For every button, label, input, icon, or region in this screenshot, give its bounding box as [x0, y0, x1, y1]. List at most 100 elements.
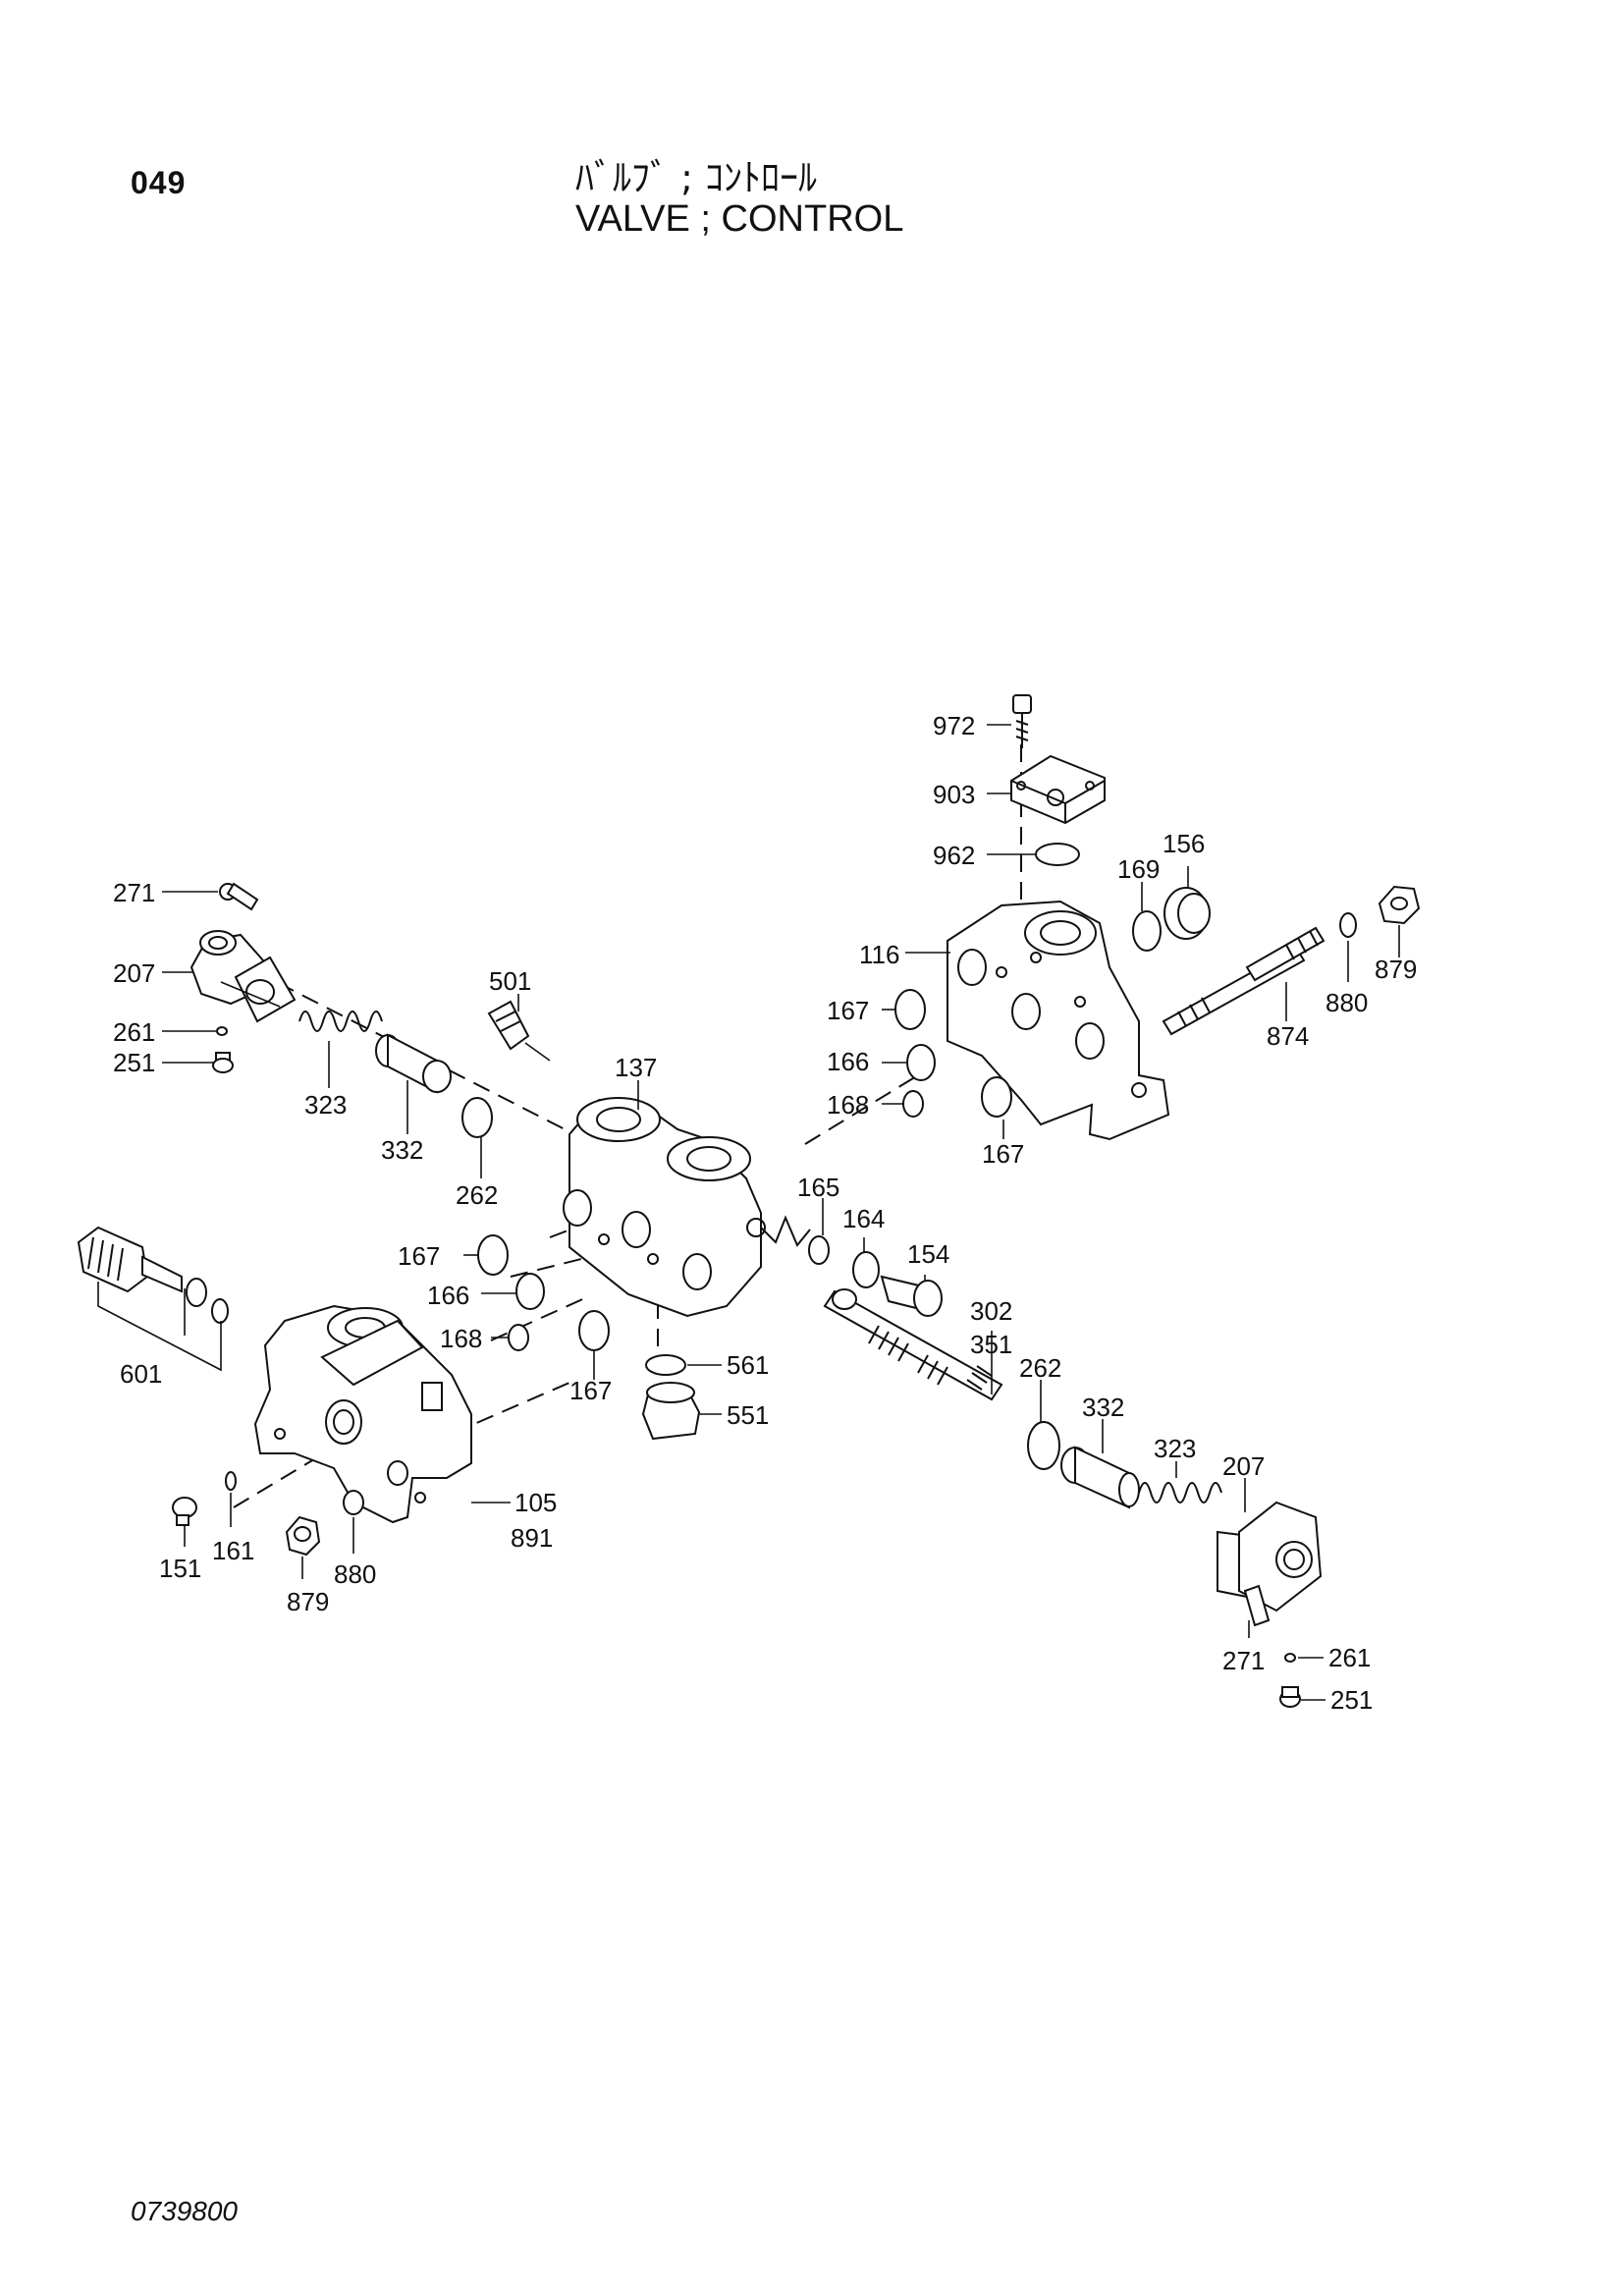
label-551: 551 — [727, 1400, 769, 1430]
flange-903 — [1010, 754, 1106, 825]
label-261-right: 261 — [1328, 1643, 1371, 1672]
label-164: 164 — [842, 1204, 885, 1233]
label-962: 962 — [933, 841, 975, 870]
label-880-bottom: 880 — [334, 1559, 376, 1589]
o-ring-168-center — [508, 1324, 529, 1351]
label-879-top: 879 — [1375, 955, 1417, 984]
o-ring-561 — [645, 1354, 686, 1376]
label-561: 561 — [727, 1350, 769, 1380]
label-166-center: 166 — [427, 1281, 469, 1310]
piston-332-left — [375, 1033, 452, 1094]
nut-879-bottom — [285, 1515, 321, 1557]
pin-874 — [1162, 926, 1325, 1036]
label-332-right: 332 — [1082, 1393, 1124, 1422]
label-161: 161 — [212, 1536, 254, 1565]
valve-body-105 — [253, 1304, 472, 1524]
o-ring-601b — [211, 1298, 229, 1324]
o-ring-167-center — [477, 1234, 509, 1276]
o-ring-168-right — [902, 1090, 924, 1118]
label-167-right: 167 — [827, 996, 869, 1025]
label-323-right: 323 — [1154, 1434, 1196, 1463]
label-154: 154 — [907, 1239, 949, 1269]
spring-323-right — [1138, 1482, 1222, 1503]
leader-lines — [97, 724, 1400, 1701]
o-ring-167-right — [894, 989, 926, 1030]
o-ring-166-center — [515, 1273, 545, 1310]
label-105: 105 — [514, 1488, 557, 1517]
label-262-left: 262 — [456, 1180, 498, 1210]
label-251-right: 251 — [1330, 1685, 1373, 1715]
label-168-right: 168 — [827, 1090, 869, 1120]
valve-body-137 — [563, 1097, 766, 1318]
washer-880-bottom — [343, 1490, 364, 1515]
o-ring-261-left — [216, 1026, 228, 1036]
nut-879-top — [1378, 885, 1421, 925]
o-ring-167-right-lower — [981, 1076, 1012, 1118]
label-207-right: 207 — [1222, 1451, 1265, 1481]
label-972: 972 — [933, 711, 975, 740]
label-271-right: 271 — [1222, 1646, 1265, 1675]
piston-332-right — [1060, 1446, 1140, 1509]
label-207-left: 207 — [113, 958, 155, 988]
label-116: 116 — [859, 940, 899, 969]
title-english: VALVE ; CONTROL — [575, 198, 904, 240]
part-number-labels: 972 903 962 156 169 116 879 880 874 167 … — [113, 711, 1417, 1715]
spring-323-left — [298, 1011, 383, 1032]
plug-251-left — [212, 1052, 234, 1073]
title-japanese: ﾊﾞﾙﾌﾞ ; ｺﾝﾄﾛｰﾙ — [575, 156, 817, 199]
label-166-right: 166 — [827, 1047, 869, 1076]
label-271-left: 271 — [113, 878, 155, 907]
label-169: 169 — [1117, 854, 1160, 884]
label-903: 903 — [933, 780, 975, 809]
cap-207-left — [189, 930, 297, 1023]
bolt-271-right — [1243, 1584, 1271, 1627]
label-137: 137 — [615, 1053, 657, 1082]
label-601: 601 — [120, 1359, 162, 1389]
label-165: 165 — [797, 1173, 839, 1202]
label-167-center-lower: 167 — [569, 1376, 612, 1405]
screw-972 — [1012, 694, 1032, 748]
label-351: 351 — [970, 1330, 1012, 1359]
label-323-left: 323 — [304, 1090, 347, 1120]
label-167-right-lower: 167 — [982, 1139, 1024, 1169]
o-ring-165 — [808, 1235, 830, 1265]
bolt-271-left — [219, 882, 259, 911]
cap-207-right — [1217, 1501, 1323, 1613]
o-ring-262-right — [1027, 1421, 1060, 1470]
label-156: 156 — [1163, 829, 1205, 858]
spool-302 — [823, 1288, 1003, 1401]
o-ring-166-right — [906, 1044, 936, 1081]
o-ring-164 — [852, 1251, 880, 1288]
label-880-top: 880 — [1325, 988, 1368, 1017]
o-ring-962 — [1035, 843, 1080, 866]
washer-880-top — [1339, 912, 1357, 938]
o-ring-261-right — [1284, 1653, 1296, 1663]
o-ring-262-left — [461, 1097, 493, 1138]
label-332-left: 332 — [381, 1135, 423, 1165]
label-168-center: 168 — [440, 1324, 482, 1353]
page-code: 049 — [131, 165, 187, 200]
plug-154 — [880, 1275, 943, 1317]
label-501: 501 — [489, 966, 531, 996]
drawing-number: 0739800 — [131, 2196, 239, 2226]
label-262-right: 262 — [1019, 1353, 1061, 1383]
plug-251-right — [1279, 1686, 1301, 1708]
label-302: 302 — [970, 1296, 1012, 1326]
o-ring-601a — [186, 1278, 207, 1307]
o-ring-161 — [225, 1471, 237, 1491]
plug-501 — [487, 1000, 551, 1062]
label-167-center: 167 — [398, 1241, 440, 1271]
label-891: 891 — [511, 1523, 553, 1553]
label-251-left: 251 — [113, 1048, 155, 1077]
label-151: 151 — [159, 1554, 201, 1583]
label-874: 874 — [1267, 1021, 1309, 1051]
plug-551 — [641, 1382, 701, 1441]
label-261-left: 261 — [113, 1017, 155, 1047]
plug-156 — [1163, 887, 1211, 940]
o-ring-169 — [1132, 910, 1162, 952]
spring-165 — [760, 1215, 811, 1247]
o-ring-167-center-lower — [578, 1310, 610, 1351]
spool-601 — [77, 1226, 183, 1293]
plug-151 — [172, 1497, 197, 1526]
